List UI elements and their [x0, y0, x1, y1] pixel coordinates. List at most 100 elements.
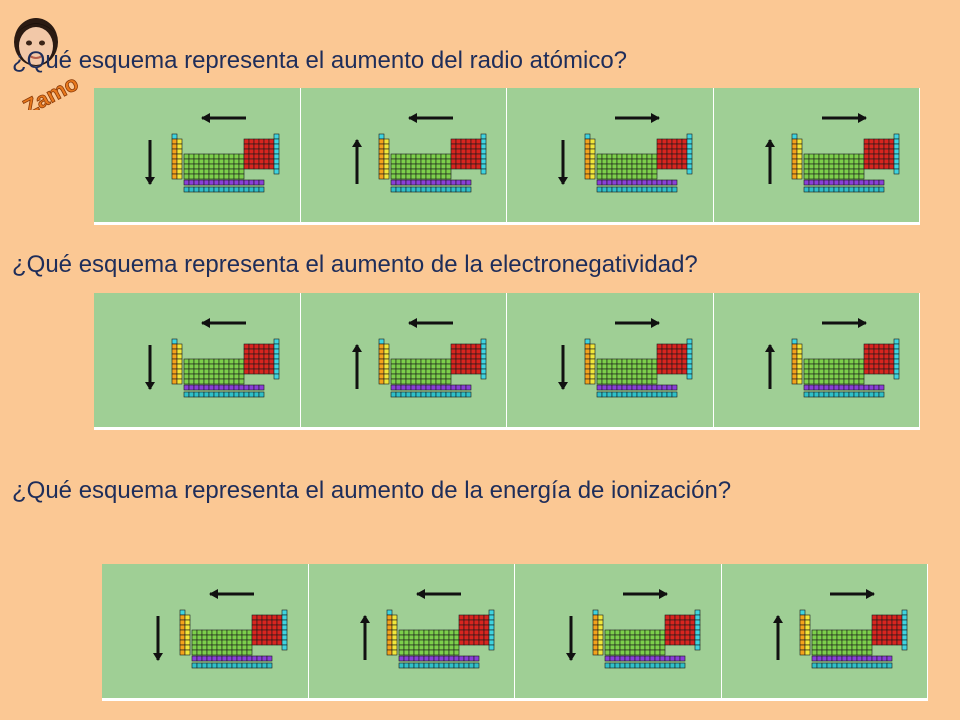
arrow-right-icon	[615, 318, 660, 328]
s-block-2	[184, 614, 191, 656]
d-block	[596, 153, 658, 180]
actinides-row	[398, 662, 479, 669]
arrow-left-icon	[209, 589, 254, 599]
arrow-left-icon	[201, 113, 246, 123]
noble-gas-block	[281, 609, 288, 651]
option-3[interactable]	[506, 88, 713, 222]
option-2[interactable]	[307, 564, 515, 698]
noble-gas-block	[273, 133, 280, 175]
lanthanides-row	[596, 179, 678, 186]
s-block-2	[176, 343, 183, 385]
arrow-up-icon	[351, 344, 362, 389]
actinides-row	[811, 662, 892, 669]
arrow-up-icon	[351, 139, 362, 184]
arrow-down-icon	[145, 140, 155, 185]
lanthanides-row	[183, 384, 265, 391]
lanthanides-row	[596, 384, 678, 391]
s-block-1	[799, 609, 805, 656]
s-block-2	[391, 614, 397, 656]
option-3[interactable]	[506, 293, 713, 427]
d-block	[803, 358, 864, 385]
s-block-1	[584, 133, 591, 180]
arrow-left-icon	[407, 318, 453, 328]
periodic-table-icon	[145, 318, 280, 398]
option-1[interactable]	[94, 293, 300, 427]
s-block-1	[171, 338, 178, 385]
s-block-1	[179, 609, 186, 656]
svg-text:Zamo: Zamo	[19, 70, 83, 110]
option-3[interactable]	[514, 564, 721, 698]
actinides-row	[596, 186, 678, 193]
question-energia-ionizacion: ¿Qué esquema representa el aumento de la…	[12, 477, 732, 504]
arrow-down-icon	[558, 345, 568, 390]
arrow-right-icon	[821, 318, 867, 328]
periodic-table-icon	[772, 589, 907, 669]
periodic-table-icon	[764, 113, 899, 193]
p-block	[243, 138, 275, 170]
arrow-right-icon	[829, 589, 875, 599]
lanthanides-row	[803, 179, 884, 186]
arrow-left-icon	[407, 113, 453, 123]
option-4[interactable]	[712, 88, 920, 222]
options-strip-radio-atomico	[94, 88, 920, 225]
actinides-row	[596, 391, 678, 398]
arrow-down-icon	[558, 140, 568, 185]
option-4[interactable]	[712, 293, 920, 427]
d-block	[191, 629, 253, 656]
d-block	[398, 629, 459, 656]
d-block	[390, 153, 451, 180]
arrow-up-icon	[764, 139, 775, 184]
arrow-right-icon	[623, 589, 668, 599]
arrow-down-icon	[145, 345, 155, 390]
periodic-table-icon	[145, 113, 280, 193]
d-block	[596, 358, 658, 385]
s-block-1	[171, 133, 178, 180]
d-block	[604, 629, 666, 656]
arrow-right-icon	[615, 113, 660, 123]
s-block-1	[584, 338, 591, 385]
noble-gas-block	[893, 338, 899, 380]
s-block-2	[589, 138, 596, 180]
d-block	[803, 153, 864, 180]
option-1[interactable]	[94, 88, 300, 222]
arrow-up-icon	[359, 615, 370, 660]
p-block	[243, 343, 275, 375]
noble-gas-block	[893, 133, 899, 175]
s-block-1	[791, 338, 797, 385]
noble-gas-block	[480, 133, 486, 175]
actinides-row	[183, 391, 265, 398]
s-block-1	[791, 133, 797, 180]
option-1[interactable]	[102, 564, 308, 698]
options-strip-energia-ionizacion	[102, 564, 928, 701]
option-4[interactable]	[720, 564, 928, 698]
question-electronegatividad: ¿Qué esquema representa el aumento de la…	[12, 251, 698, 278]
p-block	[871, 614, 902, 646]
periodic-table-icon	[351, 318, 486, 398]
noble-gas-block	[480, 338, 486, 380]
lanthanides-row	[398, 655, 479, 662]
noble-gas-block	[686, 338, 693, 380]
lanthanides-row	[183, 179, 265, 186]
noble-gas-block	[488, 609, 494, 651]
actinides-row	[191, 662, 273, 669]
actinides-row	[803, 391, 884, 398]
s-block-2	[383, 138, 389, 180]
periodic-table-icon	[351, 113, 486, 193]
s-block-1	[592, 609, 599, 656]
noble-gas-block	[273, 338, 280, 380]
p-block	[450, 343, 481, 375]
s-block-1	[386, 609, 392, 656]
periodic-table-icon	[558, 318, 693, 398]
noble-gas-block	[694, 609, 701, 651]
s-block-2	[176, 138, 183, 180]
s-block-2	[804, 614, 810, 656]
noble-gas-block	[686, 133, 693, 175]
arrow-down-icon	[153, 616, 163, 661]
option-2[interactable]	[299, 88, 507, 222]
actinides-row	[390, 391, 471, 398]
periodic-table-icon	[558, 113, 693, 193]
p-block	[664, 614, 696, 646]
kid-logo-icon: Zamo	[8, 10, 88, 120]
arrow-left-icon	[201, 318, 246, 328]
option-2[interactable]	[299, 293, 507, 427]
